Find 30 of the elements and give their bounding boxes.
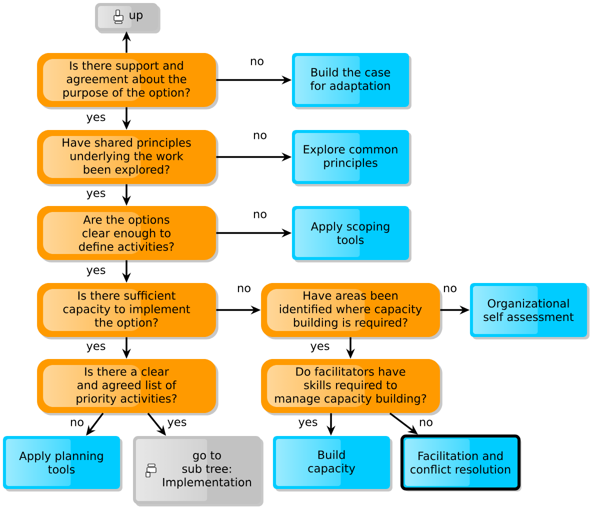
decision-box: Are the options clear enough to define activities? [37,206,218,262]
edge-label: yes [84,189,108,201]
action-box: Build the case for adaptation [292,53,412,110]
decision-box: Is there sufficient capacity to implement the option? [37,283,218,340]
decision-box: Do facilitators have skills required to manage capacity building? [261,359,442,416]
link-box: go to sub tree: Implementation [133,436,264,506]
action-box: Build capacity [272,436,392,492]
decision-box: Have areas been identified where capacity building is required? [261,283,442,340]
edge-label: no [248,57,266,67]
action-box: Explore common principles [292,130,412,186]
action-box: Facilitation and conflict resolution [400,434,522,492]
edge-label: yes [84,113,108,125]
decision-box: Is there a clear and agreed list of priority activities? [37,359,218,416]
edge-label: yes [296,418,320,430]
edge-label: no [252,131,268,141]
edge-label: no [418,418,434,428]
action-box: Organizational self assessment [470,283,590,340]
action-box: Apply scoping tools [292,206,412,262]
edge-label: yes [84,342,108,354]
link-box: up [95,3,160,34]
edge-label: no [68,418,86,428]
edge-label: yes [166,418,188,430]
edge-label: no [442,284,458,294]
edge-label: no [236,284,252,294]
edge-label: no [252,210,268,220]
decision-box: Is there support and agreement about the purpose of the option? [37,53,218,110]
edge-label: yes [308,342,332,354]
action-box: Apply planning tools [2,436,122,492]
edge-label: yes [84,266,108,278]
decision-box: Have shared principles underlying the work been explored? [37,130,218,186]
